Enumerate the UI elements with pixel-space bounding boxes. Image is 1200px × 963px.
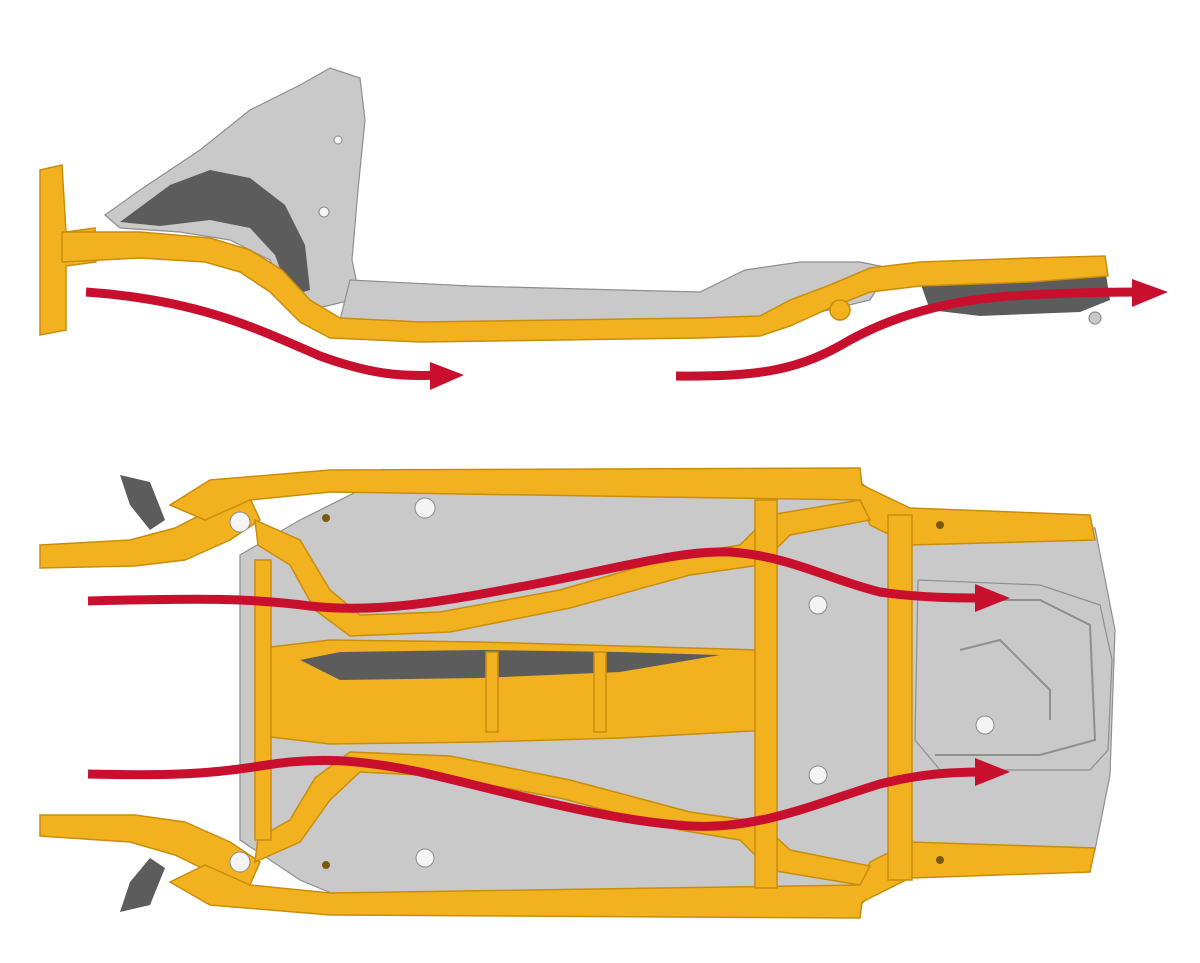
load-path-arrowhead [975,584,1010,612]
strut-tower-right [120,858,165,912]
front-side-rail [61,231,1109,343]
side-view [39,67,1168,390]
longitudinal-member-top [254,499,872,637]
tunnel-bracket [593,651,607,733]
pillar-hole [333,135,343,145]
load-path-arrow [85,287,441,381]
floor-hole [808,765,828,785]
rear-hook [1088,311,1102,325]
tunnel-shadow [300,650,720,680]
strut-tower-left [120,475,165,530]
floor-hole [415,848,435,868]
outer-sill-bottom [168,841,1096,919]
cross-member [754,499,778,889]
load-path-arrow [675,287,1141,381]
rear-rail-bracket [829,299,851,321]
rear-tub-contour [930,599,1097,756]
load-path-arrowhead [430,362,464,390]
floor-hole [229,511,251,533]
longitudinal-member-bottom [254,751,872,886]
cross-member [887,514,913,881]
underbody-view [39,467,1116,919]
floor-hole [414,497,436,519]
floor-hole [975,715,995,735]
floor-hole [229,851,251,873]
load-path-arrowhead [1132,279,1168,307]
bolt [936,521,944,529]
tunnel-bracket [485,651,499,733]
load-path-arrowhead [975,758,1010,786]
bolt [936,856,944,864]
outer-sill-top [168,467,1096,546]
floor-hole [808,595,828,615]
pillar-hole [318,206,330,218]
bolt [322,514,330,522]
bolt [322,861,330,869]
wheel-arch-shadow [120,170,310,296]
load-path-arrow [87,547,986,613]
rear-spare-tub [914,579,1113,771]
load-path-arrow [87,755,986,831]
